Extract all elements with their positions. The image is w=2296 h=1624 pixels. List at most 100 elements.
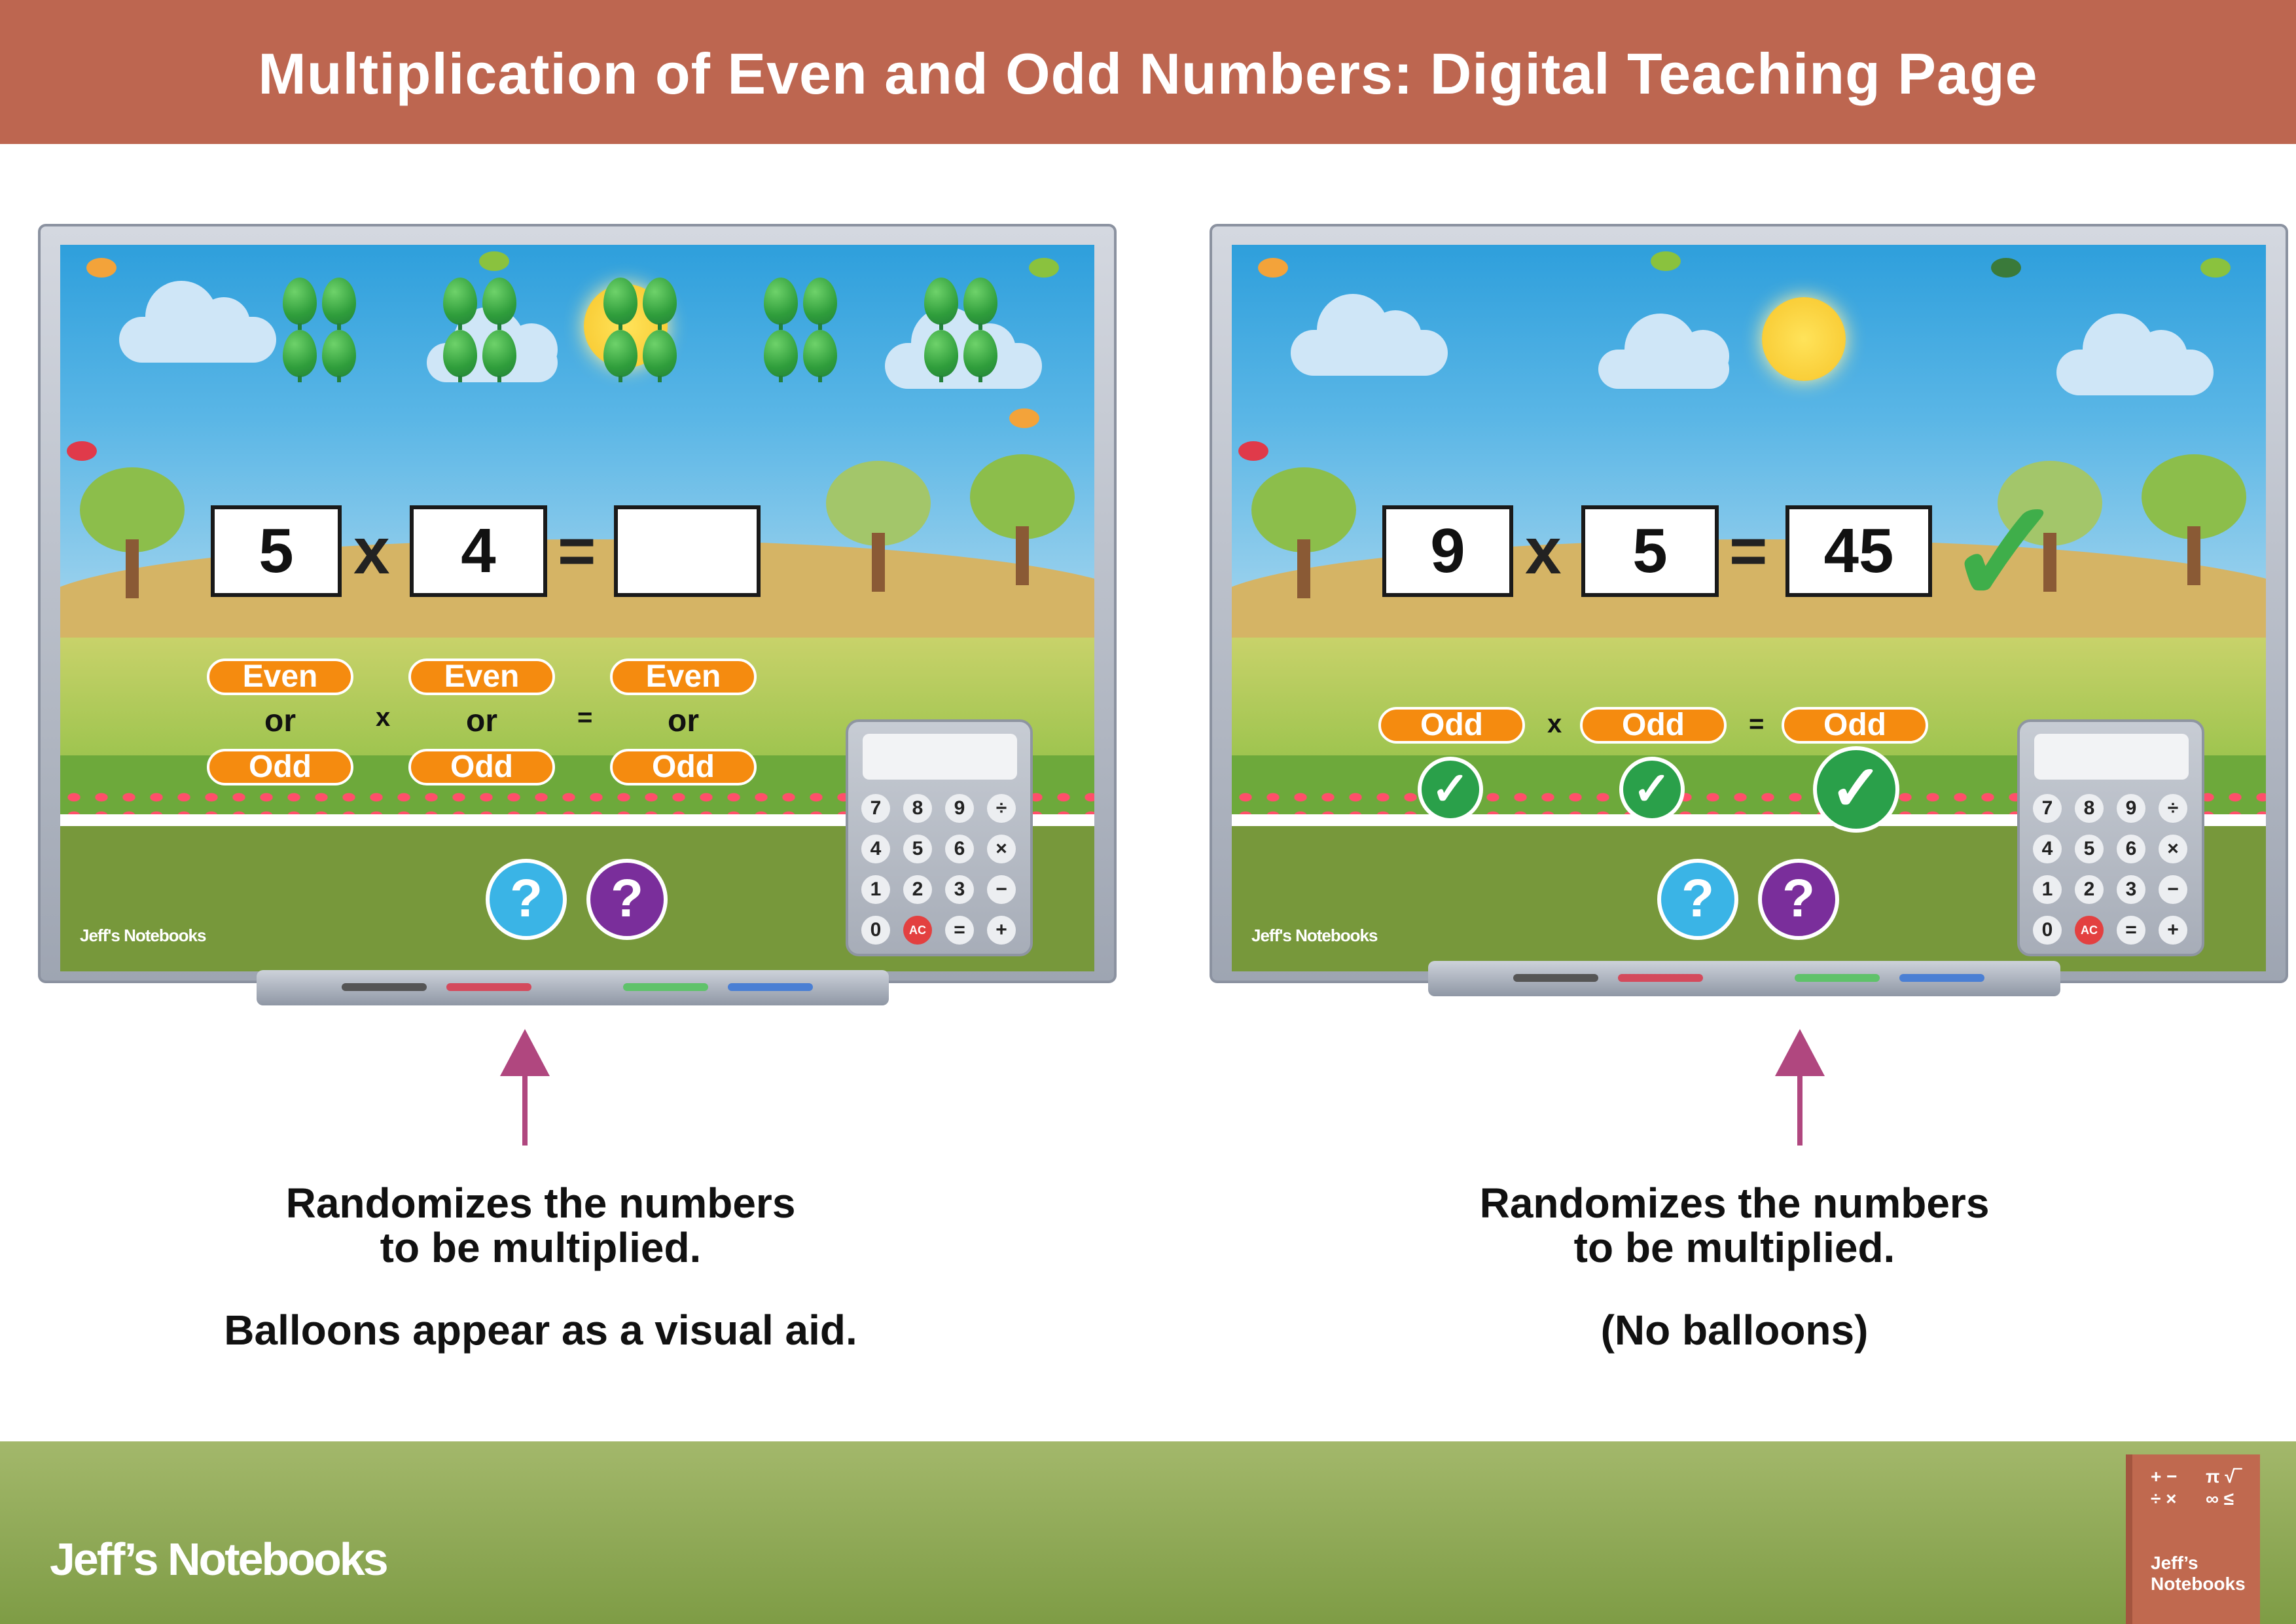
factor-b-box: 4 — [410, 505, 547, 597]
bird-icon — [1258, 258, 1288, 278]
logo-symbol: ÷ × — [2151, 1489, 2177, 1509]
calc-key-multiply[interactable]: × — [2159, 835, 2187, 863]
logo-symbol: + − — [2151, 1466, 2178, 1487]
logo-symbol: π √‾ — [2206, 1466, 2241, 1487]
marker-green — [623, 983, 708, 991]
choice-even-2[interactable]: Even — [408, 659, 555, 695]
board-brand: Jeff's Notebooks — [1251, 926, 1378, 945]
factor-a-box: 9 — [1382, 505, 1513, 597]
tree-icon — [2135, 454, 2253, 585]
marker-black — [1513, 974, 1598, 982]
calculator[interactable]: 7 8 9 ÷ 4 5 6 × 1 2 3 − 0 AC = + — [846, 719, 1033, 956]
calc-key-9[interactable]: 9 — [2117, 794, 2145, 823]
balloon-icon — [603, 278, 637, 330]
balloon-icon — [603, 330, 637, 382]
logo-title-line2: Notebooks — [2151, 1574, 2246, 1594]
calc-key-plus[interactable]: + — [2159, 916, 2187, 945]
marker-tray — [1428, 961, 2060, 996]
tree-icon — [1991, 461, 2109, 592]
balloon-icon — [283, 278, 317, 330]
up-arrow-icon — [1775, 1029, 1825, 1076]
balloon-icon — [643, 330, 677, 382]
calc-key-2[interactable]: 2 — [2075, 875, 2104, 904]
help-button-purple[interactable]: ? — [1758, 859, 1839, 940]
marker-tray — [257, 970, 889, 1005]
calc-key-equals[interactable]: = — [945, 916, 974, 945]
calculator-display — [863, 734, 1017, 780]
or-label: or — [264, 704, 296, 738]
calc-key-7[interactable]: 7 — [2033, 794, 2062, 823]
tree-icon — [819, 461, 937, 592]
correct-check-icon: ✓ — [1945, 472, 2066, 633]
bird-icon — [67, 441, 97, 461]
calc-key-1[interactable]: 1 — [861, 875, 890, 904]
arrow-shaft — [1797, 1060, 1803, 1146]
times-sign: x — [353, 514, 390, 588]
answer-input[interactable]: 45 — [1785, 505, 1932, 597]
marker-green — [1795, 974, 1880, 982]
equals-sign: = — [1729, 514, 1768, 588]
bird-icon — [1651, 251, 1681, 271]
notebook-logo: + − ÷ × π √‾ ∞ ≤ Jeff’s Notebooks — [2126, 1454, 2260, 1624]
cloud-icon — [1291, 294, 1448, 376]
balloon-icon — [482, 278, 516, 330]
tree-icon — [1245, 467, 1363, 598]
caption-left-line1: Randomizes the numbers to be multiplied. — [285, 1180, 796, 1271]
bird-icon — [1029, 258, 1059, 278]
bird-icon — [2200, 258, 2231, 278]
calc-key-minus[interactable]: − — [2159, 875, 2187, 904]
balloon-icon — [443, 330, 477, 382]
check-circle-icon: ✓ — [1813, 746, 1899, 833]
calc-key-equals[interactable]: = — [2117, 916, 2145, 945]
choice-even-1[interactable]: Even — [207, 659, 353, 695]
choice-odd-3[interactable]: Odd — [610, 749, 757, 785]
calc-key-0[interactable]: 0 — [861, 916, 890, 945]
or-label: or — [668, 704, 699, 738]
calc-key-minus[interactable]: − — [987, 875, 1016, 904]
equals-small: = — [577, 703, 593, 732]
calc-key-6[interactable]: 6 — [2117, 835, 2145, 863]
calc-key-9[interactable]: 9 — [945, 794, 974, 823]
logo-title: Jeff’s Notebooks — [2151, 1553, 2246, 1595]
balloon-icon — [963, 330, 997, 382]
balloon-icon — [443, 278, 477, 330]
calc-key-divide[interactable]: ÷ — [2159, 794, 2187, 823]
calc-key-divide[interactable]: ÷ — [987, 794, 1016, 823]
choice-odd-1[interactable]: Odd — [1378, 707, 1525, 744]
calc-key-0[interactable]: 0 — [2033, 916, 2062, 945]
tree-icon — [73, 467, 191, 598]
choice-even-3[interactable]: Even — [610, 659, 757, 695]
calc-key-clear[interactable]: AC — [903, 916, 932, 945]
calc-key-7[interactable]: 7 — [861, 794, 890, 823]
calc-key-4[interactable]: 4 — [2033, 835, 2062, 863]
choice-odd-2[interactable]: Odd — [1580, 707, 1727, 744]
marker-black — [342, 983, 427, 991]
calc-key-clear[interactable]: AC — [2075, 916, 2104, 945]
calc-key-5[interactable]: 5 — [2075, 835, 2104, 863]
calc-key-multiply[interactable]: × — [987, 835, 1016, 863]
choice-odd-3[interactable]: Odd — [1782, 707, 1928, 744]
calc-key-4[interactable]: 4 — [861, 835, 890, 863]
calc-key-6[interactable]: 6 — [945, 835, 974, 863]
calc-key-5[interactable]: 5 — [903, 835, 932, 863]
calculator[interactable]: 7 8 9 ÷ 4 5 6 × 1 2 3 − 0 AC = + — [2017, 719, 2204, 956]
calc-key-1[interactable]: 1 — [2033, 875, 2062, 904]
or-label: or — [466, 704, 497, 738]
calc-key-3[interactable]: 3 — [945, 875, 974, 904]
balloon-icon — [924, 330, 958, 382]
choice-odd-2[interactable]: Odd — [408, 749, 555, 785]
calc-key-2[interactable]: 2 — [903, 875, 932, 904]
divider — [1232, 816, 2266, 826]
help-button-blue[interactable]: ? — [1657, 859, 1738, 940]
calc-key-plus[interactable]: + — [987, 916, 1016, 945]
answer-input[interactable] — [614, 505, 761, 597]
help-button-blue[interactable]: ? — [486, 859, 567, 940]
calc-key-8[interactable]: 8 — [2075, 794, 2104, 823]
calc-key-3[interactable]: 3 — [2117, 875, 2145, 904]
help-button-purple[interactable]: ? — [586, 859, 668, 940]
balloon-icon — [322, 330, 356, 382]
calc-key-8[interactable]: 8 — [903, 794, 932, 823]
check-circle-icon: ✓ — [1418, 757, 1483, 822]
balloon-icon — [322, 278, 356, 330]
choice-odd-1[interactable]: Odd — [207, 749, 353, 785]
